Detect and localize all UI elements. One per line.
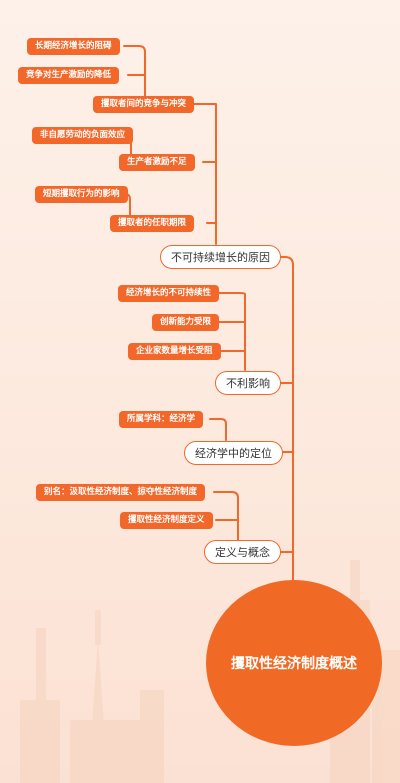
node-tenure[interactable]: 攫取者的任职期限 [110, 215, 195, 232]
node-discipline[interactable]: 所属学科：经济学 [119, 411, 204, 428]
node-entrepreneur-growth[interactable]: 企业家数量增长受阻 [128, 343, 221, 360]
node-competition-conflict[interactable]: 攫取者间的竞争与冲突 [93, 96, 195, 113]
branch-economics-position[interactable]: 经济学中的定位 [184, 441, 283, 465]
node-long-term-obstacle[interactable]: 长期经济增长的阻碍 [27, 38, 120, 55]
branch-definition[interactable]: 定义与概念 [204, 540, 281, 564]
node-unsustainable[interactable]: 经济增长的不可持续性 [118, 285, 220, 302]
node-alias[interactable]: 别名：汲取性经济制度、掠夺性经济制度 [36, 484, 206, 501]
node-involuntary-labor[interactable]: 非自愿劳动的负面效应 [32, 127, 134, 144]
branch-unsustainable-growth[interactable]: 不可持续增长的原因 [160, 245, 281, 269]
node-producer-incentive[interactable]: 生产者激励不足 [119, 154, 195, 171]
node-short-term-behavior[interactable]: 短期攫取行为的影响 [35, 186, 128, 203]
node-definition[interactable]: 攫取性经济制度定义 [120, 512, 213, 529]
root-node[interactable]: 攫取性经济制度概述 [206, 580, 382, 746]
branch-adverse-effects[interactable]: 不利影响 [215, 371, 281, 395]
node-innovation-limited[interactable]: 创新能力受限 [152, 314, 220, 331]
node-competition-incentive[interactable]: 竞争对生产激励的降低 [18, 67, 120, 84]
